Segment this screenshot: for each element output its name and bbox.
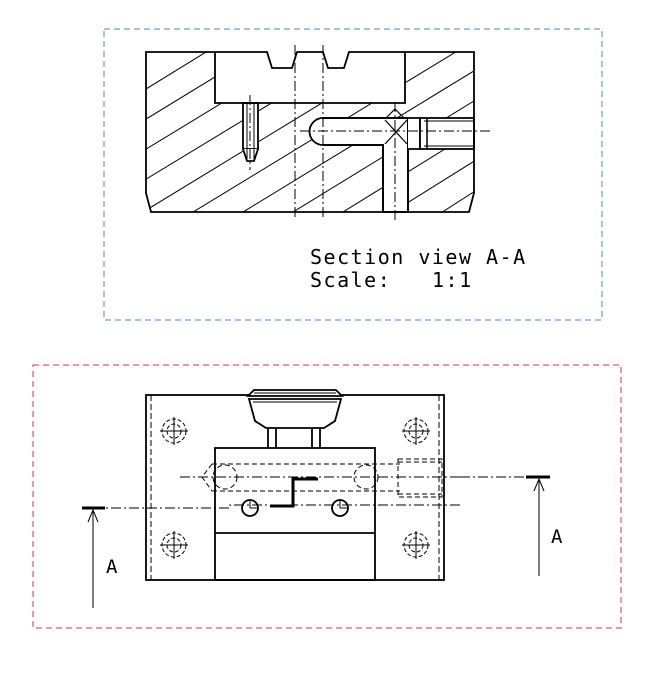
section-arrow-left [87,508,99,608]
screw-hole-top-right [402,417,430,445]
section-mark-left: A [106,556,118,578]
small-holes [241,499,349,517]
section-body-outline [145,51,475,213]
z-slot [270,477,318,508]
hidden-channel [201,458,443,498]
screw-holes [160,417,430,559]
top-view: A A [32,364,622,629]
section-view: Section view A-A Scale: 1:1 [103,28,603,321]
section-arrow-right [533,477,545,576]
screw-hole-top-left [160,417,188,445]
section-mark-right: A [551,526,563,548]
central-block [214,447,376,581]
screw-hole-bottom-right [402,531,430,559]
top-view-frame [32,364,622,629]
scale-value: 1:1 [432,268,473,292]
threaded-plug [419,117,475,150]
section-insert [215,51,405,69]
scale-label: Scale: [310,268,391,292]
knob [245,389,345,448]
section-title: Section view A-A [310,245,527,269]
section-cutting-line [82,475,550,510]
section-view-frame [103,28,603,321]
screw-hole-bottom-left [160,531,188,559]
section-centerlines [249,45,492,222]
